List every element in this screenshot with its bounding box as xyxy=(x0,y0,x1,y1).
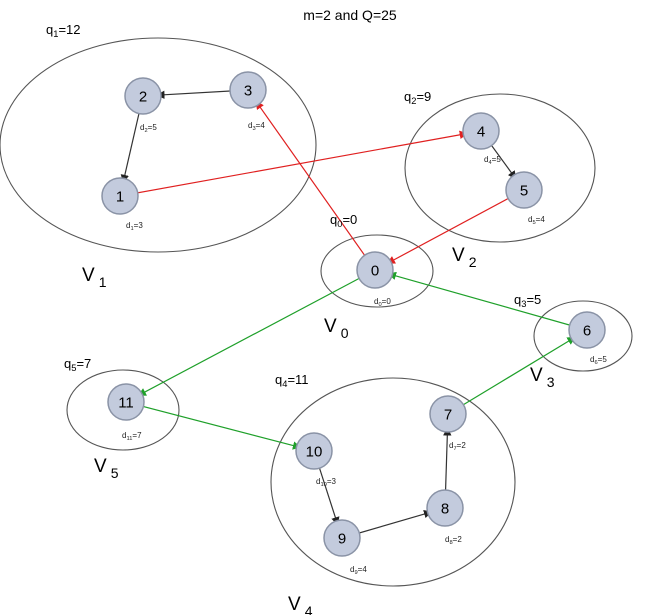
cluster-v2-capacity: q2=9 xyxy=(404,89,431,106)
node-demand: d5=4 xyxy=(528,215,545,226)
green-route-edge-0-to-11 xyxy=(137,269,376,396)
node-demand: d3=4 xyxy=(248,121,265,132)
node-label: 7 xyxy=(444,407,452,424)
node-label: 3 xyxy=(244,83,252,100)
node-0: 0 d0=0 xyxy=(356,251,394,308)
node-demand: d4=5 xyxy=(484,155,501,166)
cluster-v4-capacity: q4=11 xyxy=(275,372,309,389)
diagram-title: m=2 and Q=25 xyxy=(303,7,397,23)
node-circle xyxy=(107,383,145,421)
route-edges xyxy=(119,89,588,539)
node-label: 4 xyxy=(477,124,485,141)
node-circle xyxy=(124,77,162,115)
node-1: 1 d1=3 xyxy=(101,177,143,232)
cluster-v5-capacity: q5=7 xyxy=(64,356,91,373)
node-circle xyxy=(356,251,394,289)
node-8: 8 d8=2 xyxy=(426,489,464,546)
node-7: 7 d7=2 xyxy=(429,395,467,452)
node-demand: d6=5 xyxy=(590,355,607,366)
red-route-edge-1-to-4 xyxy=(119,130,469,197)
cluster-v0-capacity: q0=0 xyxy=(330,212,357,229)
cluster-ellipse-v3 xyxy=(533,300,633,372)
green-route-edge-6-to-0 xyxy=(387,271,588,331)
node-demand: d0=0 xyxy=(374,297,391,308)
node-9: 9 d9=4 xyxy=(323,519,367,576)
node-4: 4 d4=5 xyxy=(462,112,501,166)
cluster-ellipse-v2 xyxy=(404,93,596,243)
node-demand: d2=5 xyxy=(140,123,157,134)
node-label: 8 xyxy=(441,501,449,518)
cluster-ellipses xyxy=(0,37,633,587)
cluster-ellipse-v1 xyxy=(0,37,317,253)
node-circle xyxy=(295,432,333,470)
node-circle xyxy=(505,171,543,209)
node-6: 6 d6=5 xyxy=(568,311,607,366)
node-label: 2 xyxy=(139,89,147,106)
node-10: 10 d10=3 xyxy=(295,432,337,488)
node-label: 1 xyxy=(116,189,124,206)
node-circle xyxy=(101,177,139,215)
node-demand: d10=3 xyxy=(316,477,337,488)
node-5: 5 d5=4 xyxy=(505,171,545,226)
cluster-ellipse-v0 xyxy=(320,234,434,308)
node-demand: d7=2 xyxy=(449,441,466,452)
node-label: 9 xyxy=(338,531,346,548)
node-3: 3 d3=4 xyxy=(229,71,267,132)
green-route-edge-11-to-10 xyxy=(125,401,302,450)
node-circle xyxy=(229,71,267,109)
node-demand: d8=2 xyxy=(445,535,462,546)
node-label: 10 xyxy=(306,444,323,461)
node-demand: d9=4 xyxy=(350,565,367,576)
node-demand: d1=3 xyxy=(126,221,143,232)
red-route-edge-0-to-3 xyxy=(255,100,376,271)
node-circle xyxy=(429,395,467,433)
red-route-edge-5-to-0 xyxy=(386,189,525,264)
node-circle xyxy=(568,311,606,349)
node-circle xyxy=(426,489,464,527)
cluster-ellipse-v5 xyxy=(66,369,180,451)
node-demand: d11=7 xyxy=(122,431,142,442)
node-label: 11 xyxy=(118,395,134,412)
node-circle xyxy=(462,112,500,150)
node-label: 0 xyxy=(371,263,379,280)
node-circle xyxy=(323,519,361,557)
node-label: 6 xyxy=(583,323,591,340)
node-label: 5 xyxy=(520,183,528,200)
green-route-edge-7-to-6 xyxy=(447,336,576,415)
node-2: 2 d2=5 xyxy=(124,77,162,134)
cluster-v1-capacity: q1=12 xyxy=(46,22,81,39)
cluster-ellipse-v4 xyxy=(270,377,516,587)
cluster-v3-capacity: q3=5 xyxy=(514,292,541,309)
node-11: 11 d11=7 xyxy=(107,383,145,442)
